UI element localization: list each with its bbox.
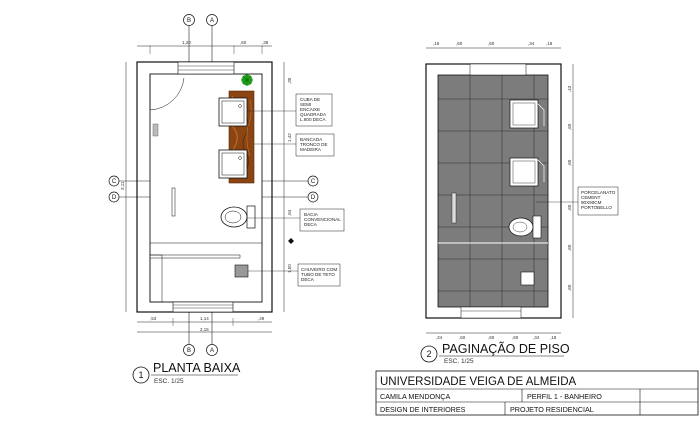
dim-top-2: ,60 — [240, 40, 247, 45]
svg-text:SEMI: SEMI — [300, 102, 311, 107]
note-chuveiro: CHUVEIRO COM TUBO DE TETO DECA — [248, 263, 341, 287]
dim-bottom-1: ,53 — [150, 316, 157, 321]
dim2-bottom-6: ,18 — [550, 335, 557, 340]
floor-plan-drawing: 1,20 ,60 ,38 ,53 1,14 ,49 2,15 3,11 ,30 … — [108, 14, 345, 385]
svg-text:90X90CM: 90X90CM — [581, 200, 602, 205]
svg-text:1: 1 — [138, 370, 143, 380]
drawing-2-name: PAGINAÇÃO DE PISO — [442, 342, 570, 356]
dim-left: 3,11 — [120, 181, 125, 190]
toilet-icon — [220, 205, 256, 229]
section-bubble-c-right: C — [307, 175, 319, 187]
title-block: UNIVERSIDADE VEIGA DE ALMEIDA CAMILA MEN… — [375, 370, 699, 416]
svg-text:ENCAIXE: ENCAIXE — [300, 107, 320, 112]
dim2-bottom-3: ,60 — [488, 335, 495, 340]
title-project: PROJETO RESIDENCIAL — [510, 405, 594, 414]
svg-text:L.800 DECA: L.800 DECA — [300, 117, 326, 122]
section-bubble-a-top: A — [206, 14, 218, 26]
drawing-2-title: 2 PAGINAÇÃO DE PISO ESC. 1/25 — [420, 342, 570, 365]
svg-text:2: 2 — [426, 349, 431, 359]
title-university: UNIVERSIDADE VEIGA DE ALMEIDA — [380, 376, 577, 388]
svg-text:CONVENCIONAL: CONVENCIONAL — [304, 217, 341, 222]
dim2-bottom-4: ,60 — [512, 335, 519, 340]
svg-text:A: A — [210, 348, 214, 354]
dim-right-1: ,30 — [287, 77, 292, 84]
svg-text:D: D — [112, 195, 117, 201]
svg-text:TRONCO DE: TRONCO DE — [300, 142, 328, 147]
svg-text:C: C — [112, 179, 117, 185]
dim-bottom-2: 1,14 — [200, 316, 209, 321]
dim-top-3: ,38 — [262, 40, 269, 45]
dim2-right-2: ,60 — [567, 123, 572, 130]
dim-right-4: 1,50 — [287, 264, 292, 273]
dim2-right-6: ,60 — [567, 284, 572, 291]
svg-text:CEMENT: CEMENT — [581, 195, 601, 200]
dim2-right-4: ,60 — [567, 204, 572, 211]
dim2-top-5: ,18 — [546, 41, 553, 46]
section-bubble-d-right: D — [307, 191, 319, 203]
dim-top-1: 1,20 — [182, 40, 191, 45]
svg-text:QUADRADA: QUADRADA — [300, 112, 327, 117]
drawing-1-scale: ESC. 1/25 — [154, 378, 184, 385]
note-porcelanato: PORCELANATO CEMENT 90X90CM PORTOBELLO — [536, 186, 619, 216]
svg-text:DECA: DECA — [301, 277, 315, 282]
section-bubble-c-left: C — [108, 175, 120, 187]
svg-text:B: B — [187, 18, 191, 24]
floor-tiling-drawing: ,15 ,60 ,60 ,34 ,18 ,24 ,60 ,60 ,60 ,34 … — [420, 41, 619, 365]
svg-text:PORTOBELLO: PORTOBELLO — [581, 205, 612, 210]
svg-text:PORCELANATO: PORCELANATO — [581, 190, 616, 195]
svg-text:DECA: DECA — [304, 222, 318, 227]
svg-text:CUBA DE: CUBA DE — [300, 97, 320, 102]
dim2-bottom-5: ,34 — [533, 335, 540, 340]
section-bubble-a-bottom: A — [206, 344, 218, 356]
dim-bottom-total: 2,15 — [200, 327, 209, 332]
title-student: CAMILA MENDONÇA — [380, 392, 450, 401]
dim2-right-5: ,60 — [567, 244, 572, 251]
drawing-2-scale: ESC. 1/25 — [444, 358, 474, 365]
plant-icon — [241, 74, 253, 86]
section-bubble-b-top: B — [183, 14, 195, 26]
dim-bottom-3: ,49 — [258, 316, 265, 321]
svg-text:B: B — [187, 348, 191, 354]
svg-text:BACIA: BACIA — [304, 212, 319, 217]
dim-right-2: 1,42 — [287, 133, 292, 142]
toilet-icon-tiling — [508, 215, 542, 239]
drawing-1-name: PLANTA BAIXA — [153, 361, 241, 375]
dim2-top-3: ,60 — [488, 41, 495, 46]
section-bubble-d-left: D — [108, 191, 120, 203]
dim2-top-4: ,34 — [528, 41, 535, 46]
title-profile: PERFIL 1 - BANHEIRO — [527, 392, 602, 401]
drawing-1-title: 1 PLANTA BAIXA ESC. 1/25 — [132, 361, 241, 385]
svg-text:BANCADA: BANCADA — [300, 137, 323, 142]
note-bacia: BACIA CONVENCIONAL DECA — [247, 208, 345, 232]
dim2-top-2: ,60 — [456, 41, 463, 46]
svg-text:TUBO DE TETO: TUBO DE TETO — [301, 272, 335, 277]
svg-text:D: D — [311, 195, 316, 201]
dim2-bottom-1: ,24 — [436, 335, 443, 340]
note-bancada: BANCADA TRONCO DE MADEIRA — [254, 133, 335, 157]
section-bubble-b-bottom: B — [183, 344, 195, 356]
note-cuba: CUBA DE SEMI ENCAIXE QUADRADA L.800 DECA — [247, 93, 333, 127]
title-course: DESIGN DE INTERIORES — [380, 405, 466, 414]
svg-text:CHUVEIRO COM: CHUVEIRO COM — [301, 267, 337, 272]
svg-text:MADEIRA: MADEIRA — [300, 147, 322, 152]
svg-text:C: C — [311, 179, 316, 185]
svg-text:A: A — [210, 18, 214, 24]
dim2-top-1: ,15 — [433, 41, 440, 46]
dim2-right-1: ,43 — [567, 85, 572, 92]
dim-right-3: ,84 — [287, 209, 292, 216]
dim2-bottom-2: ,60 — [459, 335, 466, 340]
dim2-right-3: ,60 — [567, 159, 572, 166]
